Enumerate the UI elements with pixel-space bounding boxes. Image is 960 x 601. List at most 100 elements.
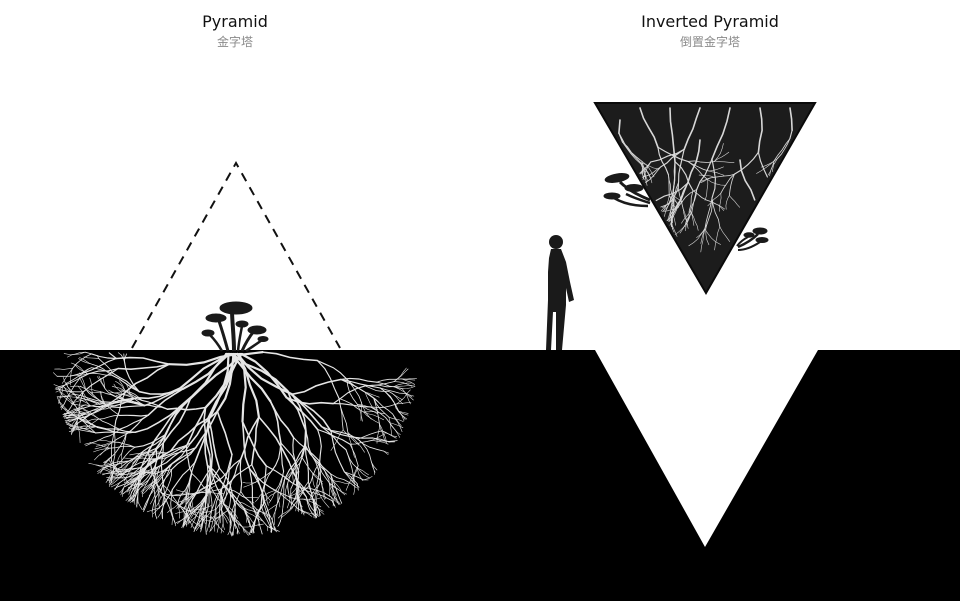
root-branch xyxy=(346,378,358,405)
root-branch xyxy=(165,447,197,459)
root-branch xyxy=(89,377,94,395)
root-branch xyxy=(111,374,140,393)
root-branch xyxy=(185,445,193,475)
root-branch xyxy=(154,433,167,466)
root-branch xyxy=(657,146,670,176)
root-branch xyxy=(150,488,159,505)
root-branch xyxy=(372,440,389,445)
root-branch xyxy=(340,377,378,383)
root-branch xyxy=(708,166,724,172)
root-branch xyxy=(188,505,212,512)
root-branch xyxy=(134,406,180,433)
root-branch xyxy=(147,388,184,416)
root-branch xyxy=(291,378,342,396)
root-branch xyxy=(215,489,230,510)
root-branch xyxy=(309,483,320,501)
root-branch xyxy=(305,496,314,515)
root-branch xyxy=(79,405,105,416)
root-branch xyxy=(383,450,390,454)
root-branch xyxy=(209,485,227,506)
root-branch xyxy=(241,420,251,470)
root-branch xyxy=(704,197,713,230)
root-branch xyxy=(92,364,113,376)
root-branch xyxy=(278,492,304,500)
root-branch xyxy=(719,226,730,242)
root-branch xyxy=(222,513,225,530)
root-branch xyxy=(320,482,327,500)
root-branch xyxy=(262,504,278,515)
root-branch xyxy=(711,158,716,199)
root-branch xyxy=(221,454,233,490)
root-branch xyxy=(300,456,314,474)
root-branch xyxy=(181,522,185,528)
root-branch xyxy=(767,158,778,176)
root-branch xyxy=(739,159,756,201)
root-branch xyxy=(773,138,791,162)
root-branch xyxy=(113,391,127,432)
root-branch xyxy=(714,151,730,162)
root-branch xyxy=(698,174,715,178)
root-branch xyxy=(55,389,62,393)
root-branch xyxy=(662,201,672,212)
root-branch xyxy=(97,414,121,420)
root-branch xyxy=(363,411,384,421)
root-branch xyxy=(232,502,236,532)
root-branch xyxy=(215,510,229,519)
root-branch xyxy=(242,496,255,504)
root-branch xyxy=(136,386,182,400)
root-branch xyxy=(316,359,348,380)
root-branch xyxy=(241,420,267,467)
root-branch xyxy=(64,419,71,421)
root-branch xyxy=(142,481,154,495)
root-branch xyxy=(640,163,648,186)
root-branch xyxy=(401,378,415,385)
root-branch xyxy=(700,229,706,253)
root-branch xyxy=(304,444,309,483)
root-branch xyxy=(388,440,396,443)
root-branch xyxy=(244,510,263,522)
root-branch xyxy=(65,421,96,434)
root-branch xyxy=(661,201,672,211)
root-branch xyxy=(330,430,374,439)
root-branch xyxy=(244,507,260,515)
root-branch xyxy=(343,471,365,481)
root-branch xyxy=(660,148,685,168)
root-branch xyxy=(686,139,701,184)
root-branch xyxy=(261,489,277,498)
root-branch xyxy=(669,221,672,226)
root-branch xyxy=(317,428,351,445)
root-branch xyxy=(393,381,413,387)
root-branch xyxy=(97,464,110,472)
root-branch xyxy=(330,429,344,451)
root-branch xyxy=(291,393,332,432)
root-branch xyxy=(65,391,84,415)
root-branch xyxy=(258,416,290,463)
root-branch xyxy=(96,417,121,430)
root-branch xyxy=(707,179,726,186)
root-branch xyxy=(188,510,213,522)
root-branch xyxy=(121,433,127,454)
root-branch xyxy=(115,463,129,473)
root-branch xyxy=(183,501,192,524)
root-branch xyxy=(320,425,359,440)
root-branch xyxy=(242,496,259,499)
root-branch xyxy=(243,508,251,527)
root-branch xyxy=(218,467,236,504)
root-branch xyxy=(85,418,99,424)
root-branch xyxy=(177,504,180,519)
root-branch xyxy=(311,495,320,511)
root-branch xyxy=(334,497,341,505)
root-branch xyxy=(711,201,725,211)
root-branch xyxy=(349,443,359,467)
root-branch xyxy=(252,528,255,534)
root-branch xyxy=(85,418,99,428)
root-branch xyxy=(298,486,300,501)
root-branch xyxy=(155,406,180,450)
root-branch xyxy=(243,482,256,488)
root-branch xyxy=(398,410,405,422)
root-branch xyxy=(139,442,165,469)
root-branch xyxy=(287,482,291,500)
root-branch xyxy=(146,507,160,513)
root-branch xyxy=(353,474,355,495)
